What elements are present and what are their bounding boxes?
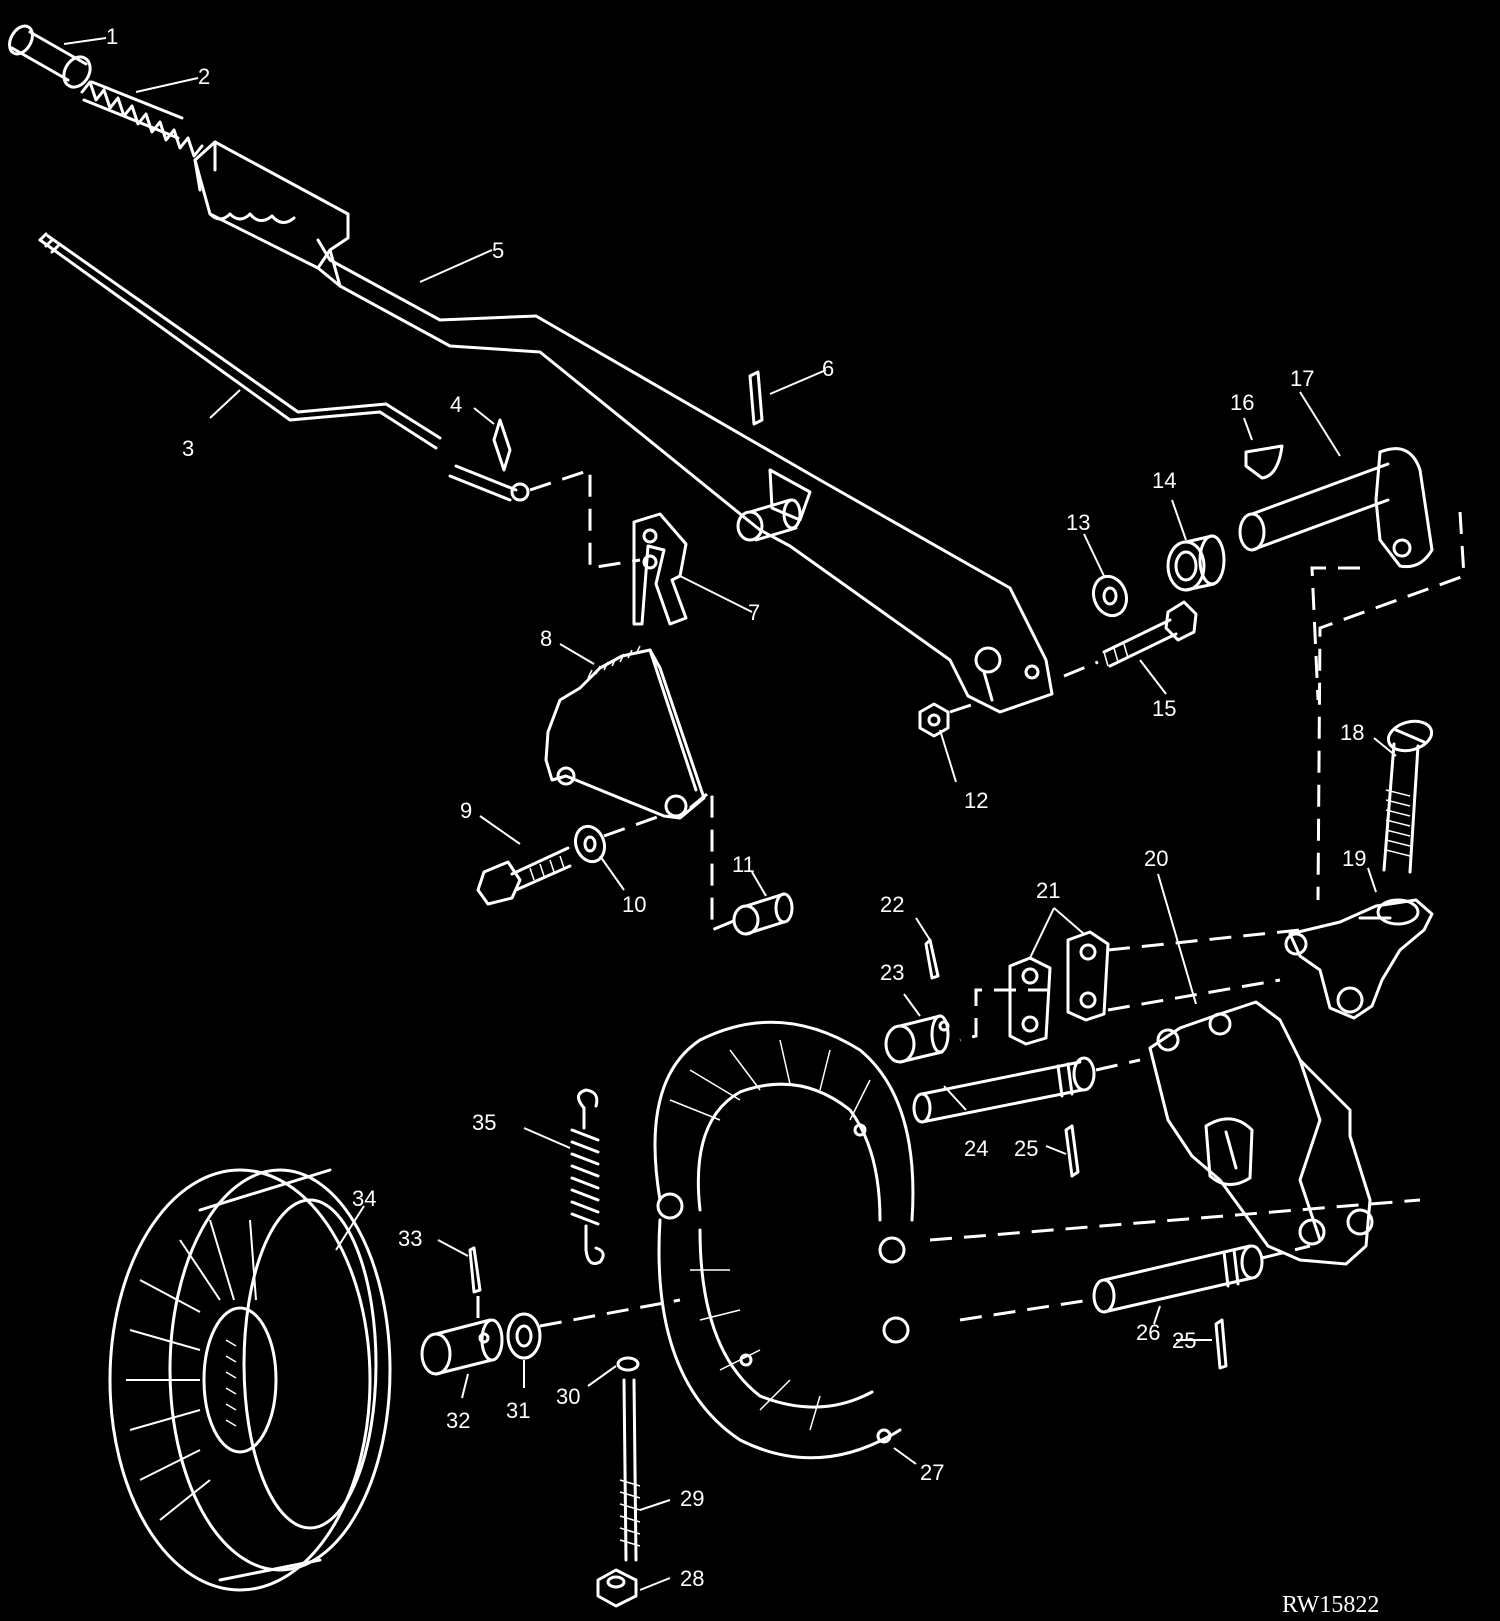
part-35-return-spring (570, 1088, 605, 1265)
callout-14: 14 (1152, 468, 1176, 493)
part-16-key (1244, 444, 1284, 480)
callout-6: 6 (822, 356, 834, 381)
callout-1: 1 (106, 24, 118, 49)
part-23-clevis-pin (884, 1014, 950, 1064)
assembly-line-b (689, 786, 737, 933)
assembly-line-l (1261, 1244, 1311, 1260)
assembly-line-d (949, 700, 981, 714)
part-6-cotter-pin (748, 370, 764, 426)
callout-25-lower: 25 (1172, 1328, 1196, 1353)
part-1-sleeve (8, 24, 92, 89)
callout-20: 20 (1144, 846, 1168, 871)
callout-24: 24 (964, 1136, 988, 1161)
assembly-axis-upper (929, 1198, 1421, 1242)
callout-leaders (63, 37, 1397, 1591)
callout-32: 32 (446, 1408, 470, 1433)
assembly-line-a (529, 467, 641, 570)
callout-19: 19 (1342, 846, 1366, 871)
part-19-bellcrank (1284, 898, 1434, 1020)
callout-23: 23 (880, 960, 904, 985)
callout-18: 18 (1340, 720, 1364, 745)
part-32-clevis-pin (420, 1318, 504, 1376)
callout-10: 10 (622, 892, 646, 917)
part-30-washer (616, 1356, 640, 1372)
part-22-cotter-pin (924, 938, 940, 980)
part-13-washer (1091, 574, 1129, 618)
part-26-pin (1092, 1244, 1264, 1314)
callout-13: 13 (1066, 510, 1090, 535)
callout-3: 3 (182, 436, 194, 461)
assembly-line-c (603, 814, 661, 838)
part-4-cotter-pin (492, 418, 512, 472)
assembly-line-e (1063, 660, 1099, 678)
part-14-bushing (1166, 534, 1226, 592)
callout-2: 2 (198, 64, 210, 89)
callout-7: 7 (748, 600, 760, 625)
callout-15: 15 (1152, 696, 1176, 721)
assembly-axis-lower (539, 1298, 681, 1328)
part-12-nut (918, 702, 950, 738)
callout-29: 29 (680, 1486, 704, 1511)
part-25-cotter-pin-upper (1064, 1124, 1080, 1178)
part-29-adjusting-rod (619, 1378, 641, 1562)
callout-35: 35 (472, 1110, 496, 1135)
callout-11: 11 (732, 852, 755, 877)
part-17-shaft-arm (1238, 447, 1434, 569)
part-3-rod (38, 232, 530, 502)
part-20-bracket (1148, 1000, 1374, 1266)
callout-12: 12 (964, 788, 988, 813)
part-2-spring (80, 80, 204, 158)
callout-4: 4 (450, 392, 462, 417)
part-27-brake-band (653, 1020, 915, 1460)
assembly-line-m (959, 1298, 1091, 1322)
part-5-brake-lever (193, 140, 1054, 714)
part-10-washer (573, 824, 607, 864)
part-15-bolt (1102, 600, 1198, 668)
callout-21: 21 (1036, 878, 1060, 903)
callout-22: 22 (880, 892, 904, 917)
assembly-line-f (1316, 511, 1466, 901)
assembly-line-h (1107, 928, 1301, 952)
part-24-pin (912, 1056, 1096, 1124)
callout-33: 33 (398, 1226, 422, 1251)
callout-27: 27 (920, 1460, 944, 1485)
part-8-ratchet-sector (544, 645, 706, 820)
callout-28: 28 (680, 1566, 704, 1591)
callout-26: 26 (1136, 1320, 1160, 1345)
callout-16: 16 (1230, 390, 1254, 415)
callout-25-upper: 25 (1014, 1136, 1038, 1161)
assembly-line-g (1310, 566, 1360, 701)
assembly-line-k (1095, 1058, 1141, 1072)
callout-9: 9 (460, 798, 472, 823)
part-11-bushing (732, 892, 794, 936)
figure-reference: RW15822 (1282, 1592, 1379, 1618)
callout-30: 30 (556, 1384, 580, 1409)
part-25-cotter-pin-lower (1214, 1318, 1228, 1370)
assembly-line-j (959, 988, 1050, 1042)
part-34-brake-drum (108, 1168, 392, 1592)
part-33-cotter-pin (468, 1246, 482, 1294)
part-31-washer (506, 1312, 542, 1360)
part-21-link-plates (1008, 930, 1110, 1046)
callout-5: 5 (492, 238, 504, 263)
callout-8: 8 (540, 626, 552, 651)
callout-31: 31 (506, 1398, 530, 1423)
callout-labels: 1 2 3 4 5 6 7 8 9 10 11 12 13 14 15 16 1… (106, 24, 1366, 1591)
part-28-nut (596, 1568, 638, 1608)
lever-pin (736, 498, 802, 542)
part-7-link-plate (632, 512, 688, 626)
callout-34: 34 (352, 1186, 376, 1211)
part-18-eye-bolt (1382, 719, 1434, 874)
part-9-bolt (476, 846, 572, 906)
callout-17: 17 (1290, 366, 1314, 391)
